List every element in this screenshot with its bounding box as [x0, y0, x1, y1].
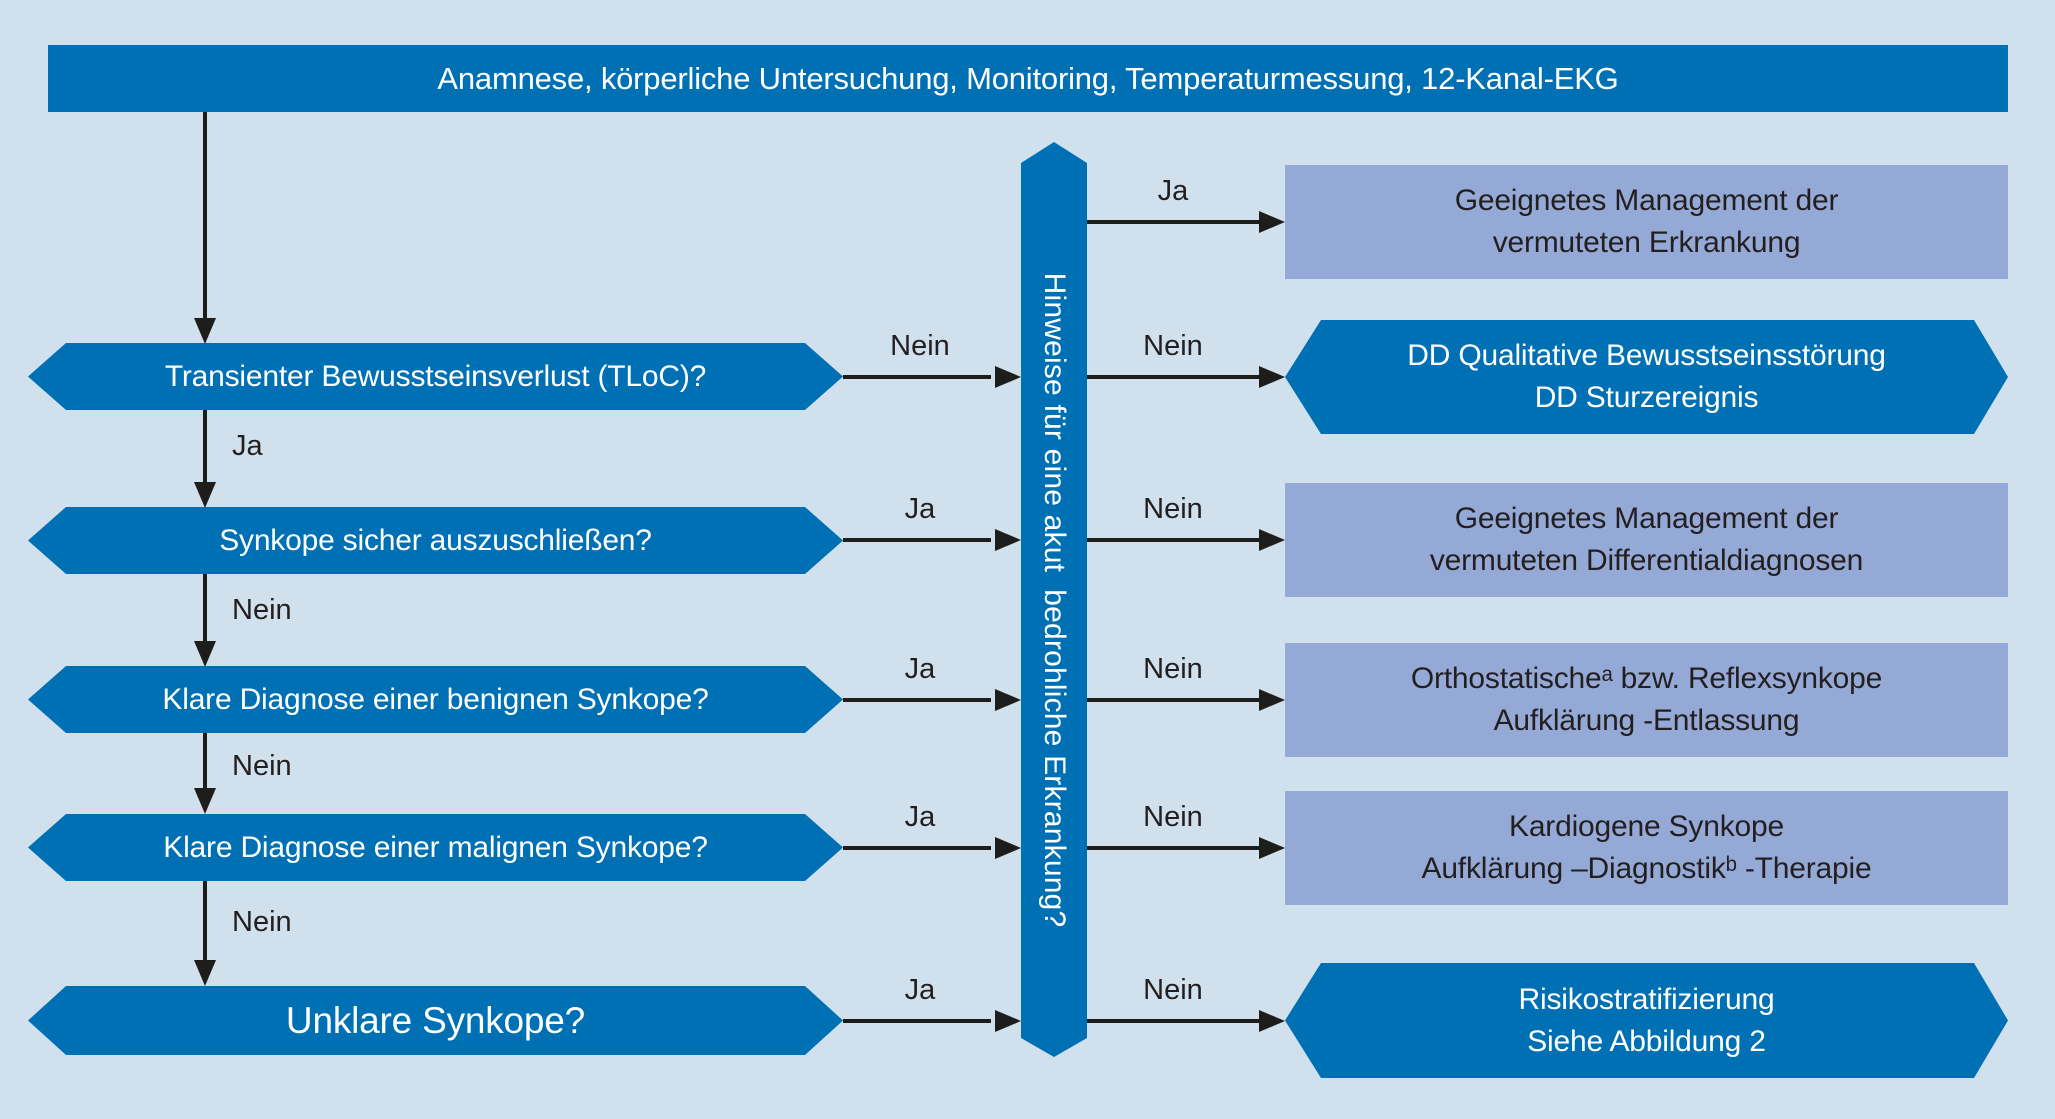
label-exclude-nein: Nein — [232, 594, 292, 626]
acute-illness-decision-label: Hinweise für eine akut bedrohliche Erkra… — [1038, 272, 1071, 927]
node-risk-stratification: Risikostratifizierung Siehe Abbildung 2 — [1285, 963, 2008, 1078]
node-orthostatic-reflex-syncope-line1: Orthostatischeᵃ bzw. Reflexsynkope — [1410, 662, 1883, 695]
label-exclude-to-bar: Ja — [904, 493, 936, 525]
node-management-suspected-disease: Geeignetes Management der vermuteten Erk… — [1285, 165, 2008, 279]
connector-exclude-to-bar — [843, 538, 991, 542]
connector-malignant-to-unclear — [203, 881, 207, 960]
node-exclude-syncope-question: Synkope sicher auszuschließen? — [28, 507, 843, 574]
label-unclear-to-bar: Ja — [904, 974, 936, 1006]
node-dd-qualitative-disorder-line1: DD Qualitative Bewusstseinsstörung — [1407, 339, 1886, 372]
arrowhead-exclude-to-benign — [194, 641, 216, 667]
arrowhead-exclude-to-bar — [995, 529, 1021, 551]
node-risk-stratification-line2: Siehe Abbildung 2 — [1527, 1024, 1766, 1058]
top-banner: Anamnese, körperliche Untersuchung, Moni… — [48, 45, 2008, 112]
node-management-differential-diagnoses-line2: vermuteten Differentialdiagnosen — [1429, 544, 1864, 577]
node-risk-stratification-line1: Risikostratifizierung — [1518, 982, 1775, 1016]
node-management-suspected-disease-line2: vermuteten Erkrankung — [1492, 226, 1801, 259]
arrowhead-malignant-to-bar — [995, 837, 1021, 859]
label-bar-to-management-disease: Ja — [1157, 175, 1189, 207]
arrowhead-bar-to-management-dd — [1259, 529, 1285, 551]
arrowhead-bar-to-management-disease — [1259, 211, 1285, 233]
label-tloc-ja: Ja — [232, 430, 263, 462]
arrowhead-tloc-to-exclude — [194, 482, 216, 508]
arrowhead-bar-to-dd — [1259, 366, 1285, 388]
connector-bar-to-cardiogenic — [1087, 846, 1259, 850]
connector-exclude-to-benign — [203, 574, 207, 641]
arrowhead-banner-to-tloc — [194, 318, 216, 344]
connector-benign-to-bar — [843, 698, 991, 702]
node-orthostatic-reflex-syncope: Orthostatischeᵃ bzw. Reflexsynkope Aufkl… — [1285, 643, 2008, 757]
node-management-suspected-disease-line1: Geeignetes Management der — [1454, 184, 1839, 217]
arrowhead-tloc-to-bar — [995, 366, 1021, 388]
label-tloc-to-bar: Nein — [890, 330, 950, 362]
connector-malignant-to-bar — [843, 846, 991, 850]
connector-bar-to-orthostatic — [1087, 698, 1259, 702]
label-bar-to-orthostatic: Nein — [1143, 653, 1203, 685]
node-unclear-syncope-label: Unklare Synkope? — [285, 999, 586, 1041]
arrowhead-bar-to-cardiogenic — [1259, 837, 1285, 859]
node-tloc-label: Transienter Bewusstseinsverlust (TLoC)? — [164, 359, 707, 393]
node-management-differential-diagnoses-line1: Geeignetes Management der — [1454, 502, 1839, 535]
node-benign-syncope-label: Klare Diagnose einer benignen Synkope? — [162, 682, 709, 716]
label-malignant-to-bar: Ja — [904, 801, 936, 833]
node-cardiogenic-syncope-line2: Aufklärung –Diagnostikᵇ -Therapie — [1421, 852, 1872, 885]
node-orthostatic-reflex-syncope-line2: Aufklärung -Entlassung — [1493, 704, 1800, 737]
node-exclude-syncope-label: Synkope sicher auszuschließen? — [219, 523, 652, 557]
label-bar-to-dd: Nein — [1143, 330, 1203, 362]
node-malignant-syncope-label: Klare Diagnose einer malignen Synkope? — [163, 830, 708, 864]
node-malignant-syncope-question: Klare Diagnose einer malignen Synkope? — [28, 814, 843, 881]
connector-bar-to-management-disease — [1087, 220, 1259, 224]
arrowhead-unclear-to-bar — [995, 1010, 1021, 1032]
arrowhead-malignant-to-unclear — [194, 960, 216, 986]
label-benign-nein: Nein — [232, 750, 292, 782]
connector-banner-to-tloc — [203, 112, 207, 318]
label-bar-to-cardiogenic: Nein — [1143, 801, 1203, 833]
node-management-differential-diagnoses: Geeignetes Management der vermuteten Dif… — [1285, 483, 2008, 597]
connector-bar-to-management-dd — [1087, 538, 1259, 542]
node-tloc-question: Transienter Bewusstseinsverlust (TLoC)? — [28, 343, 843, 410]
acute-illness-decision-bar: Hinweise für eine akut bedrohliche Erkra… — [1021, 142, 1087, 1057]
node-cardiogenic-syncope: Kardiogene Synkope Aufklärung –Diagnosti… — [1285, 791, 2008, 905]
top-banner-label: Anamnese, körperliche Untersuchung, Moni… — [437, 60, 1619, 96]
arrowhead-benign-to-malignant — [194, 788, 216, 814]
node-benign-syncope-question: Klare Diagnose einer benignen Synkope? — [28, 666, 843, 733]
connector-tloc-to-bar — [843, 375, 991, 379]
connector-bar-to-dd — [1087, 375, 1259, 379]
arrowhead-bar-to-orthostatic — [1259, 689, 1285, 711]
connector-unclear-to-bar — [843, 1019, 991, 1023]
label-malignant-nein: Nein — [232, 906, 292, 938]
arrowhead-bar-to-risk — [1259, 1010, 1285, 1032]
label-benign-to-bar: Ja — [904, 653, 936, 685]
node-cardiogenic-syncope-line1: Kardiogene Synkope — [1509, 810, 1784, 843]
node-dd-qualitative-disorder: DD Qualitative Bewusstseinsstörung DD St… — [1285, 320, 2008, 434]
connector-tloc-to-exclude — [203, 410, 207, 482]
label-bar-to-management-dd: Nein — [1143, 493, 1203, 525]
arrowhead-benign-to-bar — [995, 689, 1021, 711]
node-dd-qualitative-disorder-line2: DD Sturzereignis — [1534, 381, 1759, 414]
connector-benign-to-malignant — [203, 733, 207, 788]
label-bar-to-risk: Nein — [1143, 974, 1203, 1006]
connector-bar-to-risk — [1087, 1019, 1259, 1023]
node-unclear-syncope-question: Unklare Synkope? — [28, 986, 843, 1055]
